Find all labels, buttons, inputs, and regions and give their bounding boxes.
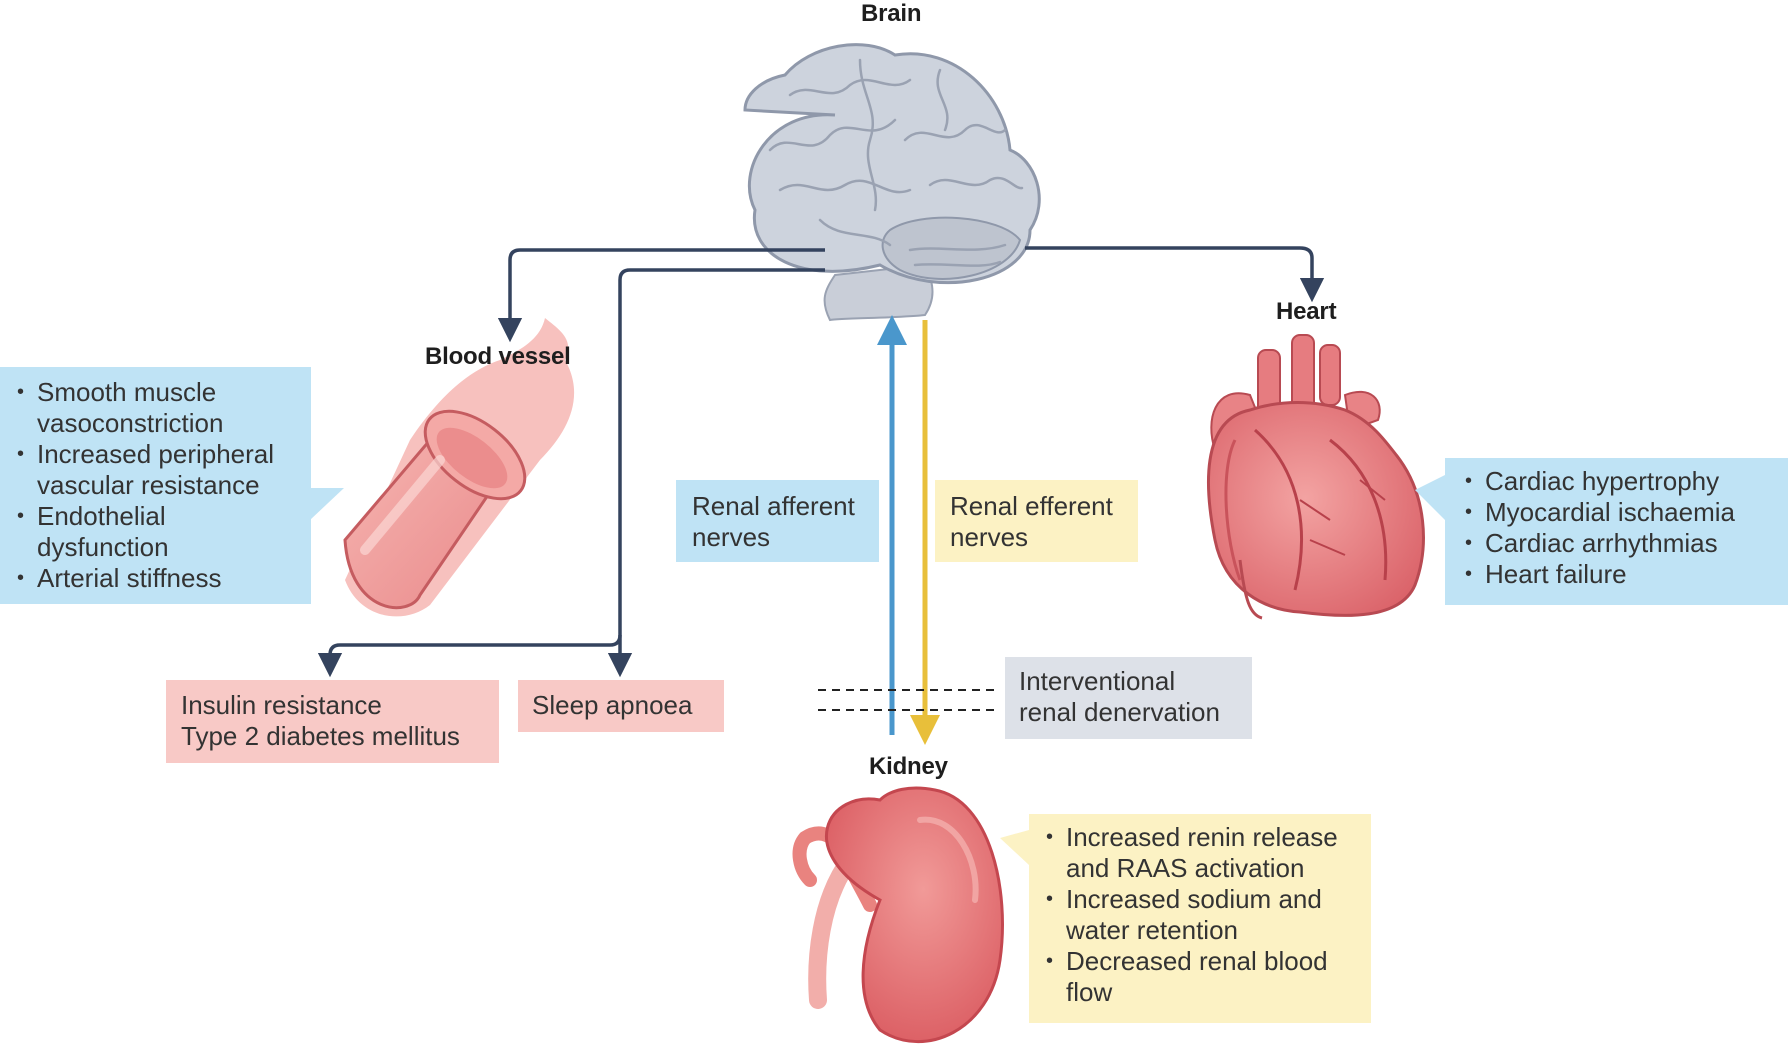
- metabolic-label-line: Type 2 diabetes mellitus: [181, 721, 460, 751]
- kidney-illustration: [792, 786, 1004, 1044]
- kidney-callout-pointer: [1000, 830, 1029, 865]
- insulin-resistance-box: Insulin resistance Type 2 diabetes melli…: [166, 680, 499, 763]
- heart-illustration: [1206, 334, 1425, 620]
- heart-effect-item: Heart failure: [1463, 559, 1780, 590]
- blood-vessel-callout-pointer: [310, 488, 344, 520]
- brain-outflow-arrows: [317, 246, 1325, 678]
- denervation-label-line: renal denervation: [1019, 697, 1220, 727]
- brain-illustration: [743, 43, 1041, 322]
- heart-callout-pointer: [1415, 475, 1445, 520]
- blood-vessel-effect-item: Endothelial dysfunction: [15, 501, 303, 563]
- metabolic-label-line: Insulin resistance: [181, 690, 382, 720]
- efferent-label-line: nerves: [950, 522, 1029, 552]
- renal-efferent-nerves-box: Renal efferent nerves: [935, 480, 1138, 562]
- renal-denervation-box: Interventional renal denervation: [1005, 657, 1252, 739]
- afferent-label-line: Renal afferent: [692, 491, 855, 521]
- sleep-apnoea-box: Sleep apnoea: [518, 680, 724, 732]
- heart-effect-item: Cardiac arrhythmias: [1463, 528, 1780, 559]
- denervation-cut-lines: [818, 689, 995, 711]
- kidney-effect-item: Increased renin release and RAAS activat…: [1044, 822, 1363, 884]
- brain-label: Brain: [861, 0, 922, 27]
- arrow-to-insulin-resistance: [317, 634, 622, 678]
- sleep-apnoea-label: Sleep apnoea: [532, 690, 693, 720]
- kidney-label: Kidney: [869, 753, 948, 780]
- arrow-to-sleep-apnoea: [607, 268, 825, 678]
- denervation-label-line: Interventional: [1019, 666, 1176, 696]
- renal-afferent-nerves-box: Renal afferent nerves: [676, 480, 879, 562]
- kidney-effect-item: Increased sodium and water retention: [1044, 884, 1363, 946]
- arrow-to-heart: [1025, 246, 1325, 303]
- blood-vessel-effect-item: Smooth muscle vasoconstriction: [15, 377, 303, 439]
- blood-vessel-effect-item: Increased peripheral vascular resistance: [15, 439, 303, 501]
- arrow-to-blood-vessel: [497, 248, 825, 343]
- heart-effect-item: Myocardial ischaemia: [1463, 497, 1780, 528]
- efferent-label-line: Renal efferent: [950, 491, 1113, 521]
- heart-effects-box: Cardiac hypertrophy Myocardial ischaemia…: [1445, 458, 1788, 605]
- blood-vessel-label: Blood vessel: [425, 343, 571, 370]
- heart-label: Heart: [1276, 298, 1337, 325]
- kidney-effects-box: Increased renin release and RAAS activat…: [1029, 814, 1371, 1023]
- afferent-label-line: nerves: [692, 522, 771, 552]
- kidney-effect-item: Decreased renal blood flow: [1044, 946, 1363, 1008]
- blood-vessel-illustration: [343, 318, 575, 617]
- heart-effect-item: Cardiac hypertrophy: [1463, 466, 1780, 497]
- blood-vessel-effect-item: Arterial stiffness: [15, 563, 303, 594]
- blood-vessel-effects-box: Smooth muscle vasoconstriction Increased…: [0, 367, 311, 604]
